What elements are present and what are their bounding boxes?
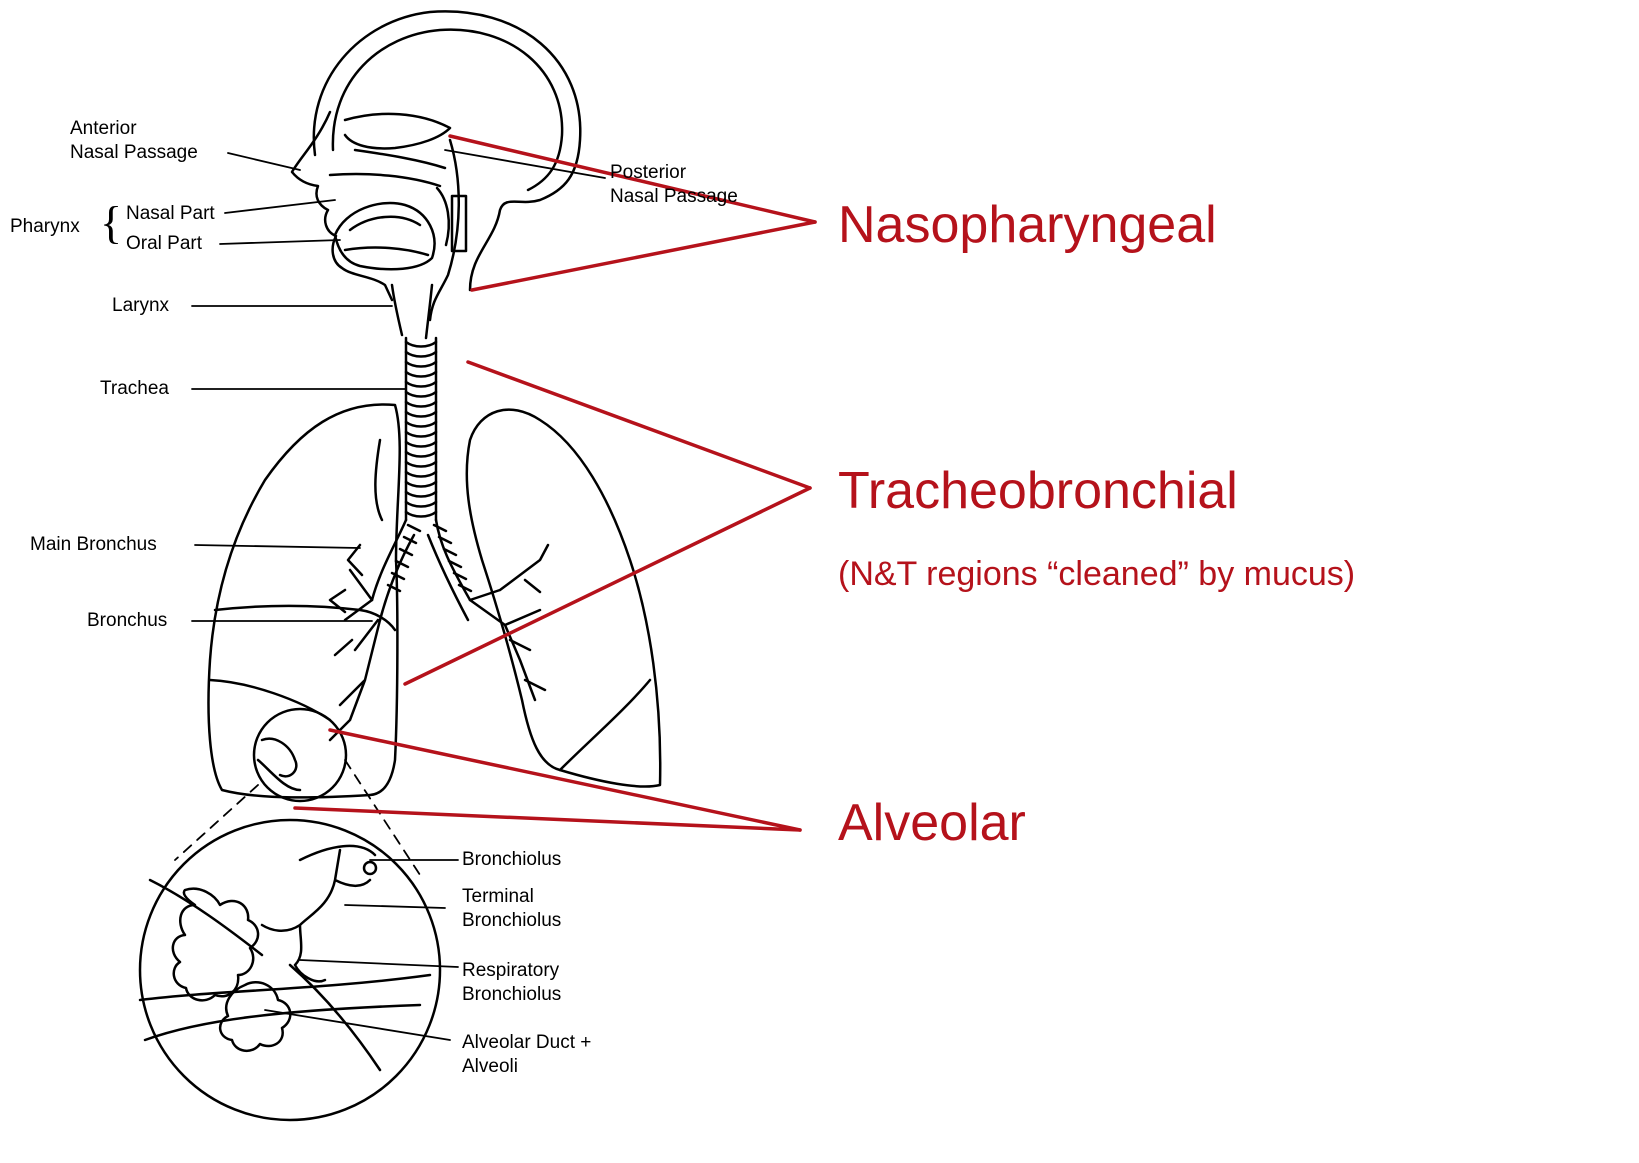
label-pharynx: Pharynx — [10, 216, 80, 238]
trachea-ring — [406, 472, 436, 477]
leader-alveolar-duct — [265, 1010, 450, 1040]
trachea-ring — [406, 382, 436, 387]
label-larynx: Larynx — [112, 295, 169, 317]
label-nasal-part: Nasal Part — [126, 203, 215, 225]
label-posterior-1: Posterior — [610, 162, 686, 184]
trachea-ring — [406, 482, 436, 487]
label-terminal-2: Bronchiolus — [462, 910, 561, 932]
leader-respiratory — [300, 960, 458, 967]
nasopharyngeal-pointer-lower — [472, 222, 815, 290]
trachea-ring — [406, 492, 436, 497]
pharynx-brace: { — [100, 200, 122, 246]
label-bronchiolus: Bronchiolus — [462, 849, 561, 871]
trachea-ring — [406, 372, 436, 377]
alveoli-inset-circle — [140, 820, 440, 1120]
label-alveolar-duct-2: Alveoli — [462, 1056, 518, 1078]
alveolar-pointer-upper — [330, 730, 800, 830]
region-alveolar: Alveolar — [838, 794, 1026, 852]
trachea-ring — [406, 362, 436, 367]
label-anterior-2: Nasal Passage — [70, 142, 198, 164]
region-nasopharyngeal: Nasopharyngeal — [838, 196, 1217, 254]
leader-main-bronchus — [195, 545, 360, 548]
tracheobronchial-pointer-upper — [468, 362, 810, 488]
label-anterior-1: Anterior — [70, 118, 137, 140]
bronchus-ring — [434, 525, 446, 531]
trachea-ring — [406, 342, 436, 347]
trachea-ring — [406, 352, 436, 357]
bronchus-ring — [408, 525, 420, 531]
trachea-ring — [406, 402, 436, 407]
trachea-ring — [406, 452, 436, 457]
zoom-source-circle — [254, 709, 346, 801]
label-terminal-1: Terminal — [462, 886, 534, 908]
label-respiratory-2: Bronchiolus — [462, 984, 561, 1006]
label-main-bronchus: Main Bronchus — [30, 534, 157, 556]
leader-oral-part — [220, 240, 340, 244]
trachea-ring — [406, 502, 436, 507]
label-respiratory-1: Respiratory — [462, 960, 559, 982]
label-oral-part: Oral Part — [126, 233, 202, 255]
tracheobronchial-pointer-lower — [405, 488, 810, 684]
face-profile — [292, 112, 392, 300]
trachea-ring — [406, 422, 436, 427]
leader-nasal-part — [225, 200, 335, 213]
left-lung-outline — [467, 410, 660, 787]
label-bronchus: Bronchus — [87, 610, 167, 632]
trachea-ring — [406, 462, 436, 467]
trachea-ring — [406, 442, 436, 447]
label-alveolar-duct-1: Alveolar Duct + — [462, 1032, 591, 1054]
tongue — [335, 203, 434, 269]
trachea-ring — [406, 512, 436, 517]
region-note: (N&T regions “cleaned” by mucus) — [838, 554, 1355, 594]
left-main-bronchus — [372, 520, 470, 600]
alveolar-pointer-lower — [295, 808, 800, 830]
label-posterior-2: Nasal Passage — [610, 186, 738, 208]
trachea-ring — [406, 412, 436, 417]
trachea-ring — [406, 392, 436, 397]
leader-anterior-nasal — [228, 153, 300, 170]
trachea-ring — [406, 432, 436, 437]
leader-terminal — [345, 905, 445, 908]
region-tracheobronchial: Tracheobronchial — [838, 462, 1238, 520]
label-trachea: Trachea — [100, 378, 169, 400]
